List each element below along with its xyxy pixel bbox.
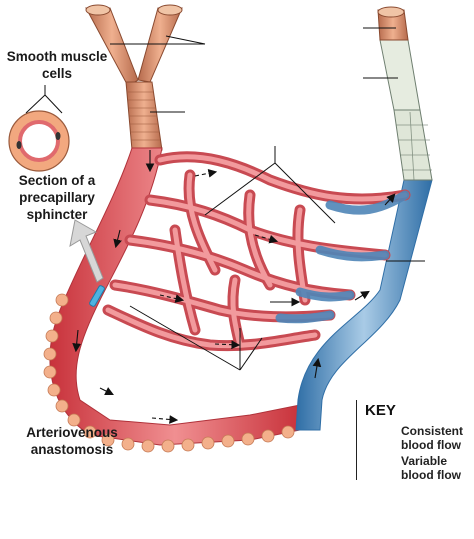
label-precapillary-sphincter-section: Section of a precapillary sphincter [18, 173, 96, 222]
key-title: KEY [365, 402, 396, 419]
smooth-muscle-pointers [25, 85, 63, 114]
pointer-arrow-icon [69, 219, 104, 283]
metarteriole [43, 147, 301, 453]
leader-lines [110, 27, 425, 371]
capillary-network [102, 151, 411, 352]
key-legend: KEY Consistent blood flow Variable blood… [356, 400, 474, 482]
key-variable-label: Variable blood flow [401, 454, 461, 482]
sphincter-section [8, 110, 70, 172]
key-row-consistent: Consistent blood flow [365, 424, 474, 454]
venule [295, 6, 433, 431]
label-arteriovenous-anastomosis: Arteriovenous anastomosis [26, 425, 118, 457]
key-consistent-label: Consistent blood flow [401, 424, 464, 452]
flow-arrows [72, 150, 396, 424]
arteriole [85, 4, 183, 151]
key-row-variable: Variable blood flow [365, 454, 474, 484]
label-smooth-muscle-cells: Smooth muscle cells [6, 49, 108, 81]
precapillary-sphincter [89, 285, 105, 307]
